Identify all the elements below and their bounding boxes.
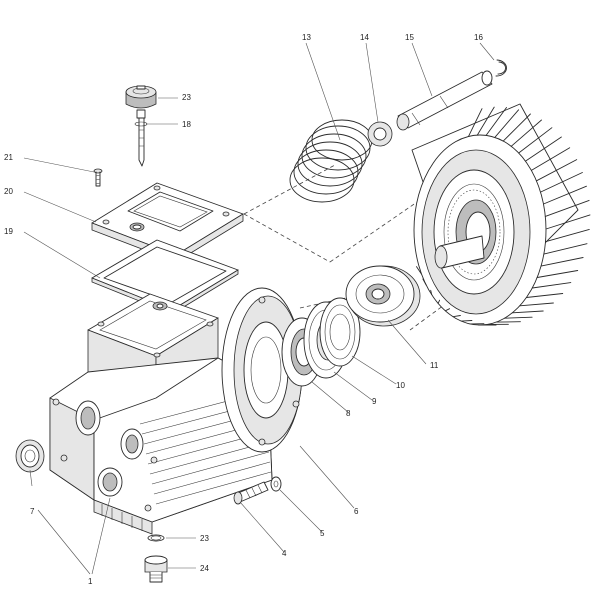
cooling-fin [531, 282, 572, 289]
motor-housing [411, 103, 591, 326]
part-19-cover-plate [91, 182, 244, 263]
cooling-fin [476, 106, 495, 136]
cooling-fin [416, 266, 422, 275]
part-12-spring [289, 119, 373, 203]
cooling-fin [460, 320, 473, 322]
callout-13: 14 [360, 33, 369, 42]
cooling-fin [485, 107, 507, 136]
callout-9: 9 [372, 397, 377, 406]
cooling-fin [468, 108, 483, 137]
callout-1: 1 [88, 577, 93, 586]
cooling-fin [422, 278, 427, 286]
cooling-fins [416, 106, 591, 326]
part-14-shaft [396, 70, 493, 131]
callout-8: 8 [346, 409, 351, 418]
cooling-fin [536, 159, 578, 182]
callout-10: 10 [396, 381, 405, 390]
part-21-cap [125, 85, 157, 109]
callout-16: 18 [182, 120, 191, 129]
callout-14: 15 [405, 33, 414, 42]
part-11-disc [345, 265, 421, 327]
callout-7: 7 [30, 507, 35, 516]
cooling-fin [430, 289, 433, 296]
cooling-fin [444, 308, 451, 312]
callout-24: 24 [200, 564, 209, 573]
cooling-fin [525, 136, 562, 162]
callout-6: 6 [354, 507, 359, 516]
part-24-drain-plug [144, 555, 168, 583]
part-4-bolt [233, 481, 269, 505]
cooling-fin [543, 243, 588, 255]
cooling-fin [543, 185, 587, 205]
callout-12: 13 [302, 33, 311, 42]
cooling-fin [511, 310, 544, 314]
cooling-fin [545, 228, 590, 243]
part-10-bearing-cage [319, 297, 361, 367]
callout-11: 11 [430, 361, 439, 370]
cooling-fin [544, 199, 590, 217]
cooling-fin [494, 109, 520, 138]
callout-20: 21 [4, 153, 13, 162]
part-7-seal-ring [15, 439, 45, 473]
cooling-fin [502, 113, 531, 142]
part-6-flange [221, 287, 303, 453]
part-20-screw [93, 168, 103, 187]
part-15-circlip [495, 59, 507, 77]
callout-labels: 13 14 15 16 23 18 21 20 19 11 10 9 8 6 5… [4, 33, 483, 586]
cooling-fin [545, 214, 591, 230]
part-23-o-ring [147, 534, 165, 542]
cooling-fin [540, 172, 583, 193]
callout-23: 23 [200, 534, 209, 543]
cooling-fin [452, 315, 461, 318]
cooling-fin [437, 299, 441, 304]
cooling-fin [518, 127, 553, 154]
cooling-fin [510, 119, 542, 147]
callout-19: 20 [4, 187, 13, 196]
callout-21: 23 [182, 93, 191, 102]
callout-4: 4 [282, 549, 287, 558]
part-16-dipstick [134, 109, 148, 167]
callout-5: 5 [320, 529, 325, 538]
cooling-fin [504, 316, 533, 319]
leader-lines [23, 42, 495, 575]
part-5-lock-washer [270, 476, 282, 492]
cooling-fin [525, 293, 564, 298]
cooling-fin [519, 302, 554, 307]
cooling-fin [536, 270, 579, 278]
callout-15: 16 [474, 33, 483, 42]
callout-18: 19 [4, 227, 13, 236]
cooling-fin [530, 147, 571, 171]
cooling-fin [540, 257, 584, 267]
part-13-washer [367, 121, 393, 147]
